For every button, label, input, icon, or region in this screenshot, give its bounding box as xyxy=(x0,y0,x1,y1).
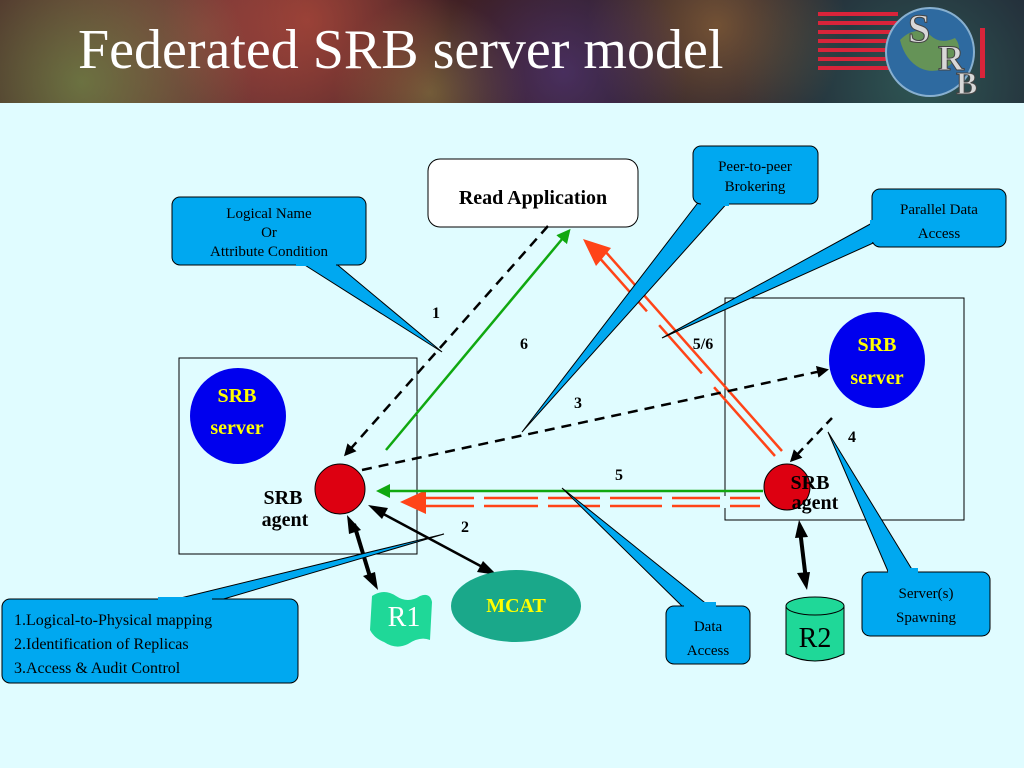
logo-letter-r: R xyxy=(938,38,965,78)
srb-server-right[interactable] xyxy=(829,312,925,408)
r1-storage[interactable] xyxy=(370,592,432,647)
callout-data-access: Data Access xyxy=(561,487,751,665)
srb-agent-right-line2: agent xyxy=(792,492,839,514)
flow-4-spawn xyxy=(789,417,833,463)
srb-server-left-line2: server xyxy=(210,417,263,439)
srb-server-right-line1: SRB xyxy=(858,334,897,356)
agent-mcat-link xyxy=(368,505,497,575)
callout-peer-to-peer-line2: Brokering xyxy=(725,179,786,195)
callout-logical-name-line1: Logical Name xyxy=(226,206,312,222)
srb-server-left[interactable] xyxy=(190,368,286,464)
gap xyxy=(695,371,717,393)
step-5-6: 5/6 xyxy=(693,336,713,353)
federation-diagram: Read Application SRB xyxy=(1,145,1007,684)
r1-label: R1 xyxy=(388,602,421,633)
r2-label: R2 xyxy=(799,623,832,654)
title-banner: Federated SRB server model S R B xyxy=(0,0,1024,103)
flow-1-request xyxy=(344,225,549,457)
callout-mcat-line1: 1.Logical-to-Physical mapping xyxy=(14,612,212,629)
logo-letter-s: S xyxy=(908,6,930,51)
callout-server-spawning-line2: Spawning xyxy=(896,610,957,626)
flow-3-broker xyxy=(361,366,829,472)
callout-mcat-line3: 3.Access & Audit Control xyxy=(14,660,181,677)
callout-server-spawning-line1: Server(s) xyxy=(899,586,954,602)
callout-mcat-line2: 2.Identification of Replicas xyxy=(14,636,189,653)
agent-r2-link xyxy=(795,520,810,590)
srb-agent-left[interactable] xyxy=(314,463,366,515)
callout-mcat-functions: 1.Logical-to-Physical mapping 2.Identifi… xyxy=(1,533,445,684)
callout-peer-to-peer: Peer-to-peer Brokering xyxy=(521,145,819,433)
read-application-label: Read Application xyxy=(459,187,607,209)
callout-logical-name: Logical Name Or Attribute Condition xyxy=(171,196,443,353)
page-title: Federated SRB server model xyxy=(78,19,724,81)
right-host-box xyxy=(724,297,965,521)
read-application-box xyxy=(427,158,639,228)
srb-server-left-line1: SRB xyxy=(218,385,257,407)
srb-agent-left-line1: SRB xyxy=(264,487,303,509)
parallel-arrowhead-left xyxy=(400,490,426,514)
logo-stripes xyxy=(818,12,898,82)
step-4: 4 xyxy=(848,429,856,446)
parallel-arrowhead-up xyxy=(583,239,611,266)
agent-r1-link xyxy=(347,515,378,590)
left-host-box xyxy=(178,357,418,555)
mcat-catalog[interactable] xyxy=(451,570,581,642)
step-5: 5 xyxy=(615,467,623,484)
callout-peer-to-peer-line1: Peer-to-peer xyxy=(718,159,792,175)
mcat-label: MCAT xyxy=(486,595,546,617)
step-2: 2 xyxy=(461,519,469,536)
callout-logical-name-line3: Attribute Condition xyxy=(210,244,328,260)
srb-logo: S R B xyxy=(885,6,985,100)
srb-agent-right-line1: SRB xyxy=(791,472,830,494)
r2-storage[interactable] xyxy=(785,596,845,662)
callout-parallel-data-line1: Parallel Data xyxy=(900,202,978,218)
callout-parallel-data-line2: Access xyxy=(918,226,961,242)
callout-logical-name-line2: Or xyxy=(261,225,277,241)
logo-letter-b: B xyxy=(956,65,977,100)
srb-agent-right[interactable] xyxy=(763,463,811,511)
parallel-data-path xyxy=(418,249,783,508)
callout-parallel-data: Parallel Data Access xyxy=(661,188,1007,339)
step-3: 3 xyxy=(574,395,582,412)
callout-data-access-line2: Access xyxy=(687,643,730,659)
callout-server-spawning: Server(s) Spawning xyxy=(827,431,991,637)
srb-agent-left-line2: agent xyxy=(262,509,309,531)
flow-6-return xyxy=(385,228,571,451)
step-6: 6 xyxy=(520,336,528,353)
callout-data-access-line1: Data xyxy=(694,619,723,635)
srb-server-right-line2: server xyxy=(850,367,903,389)
step-1: 1 xyxy=(432,305,440,322)
gap xyxy=(640,309,662,331)
